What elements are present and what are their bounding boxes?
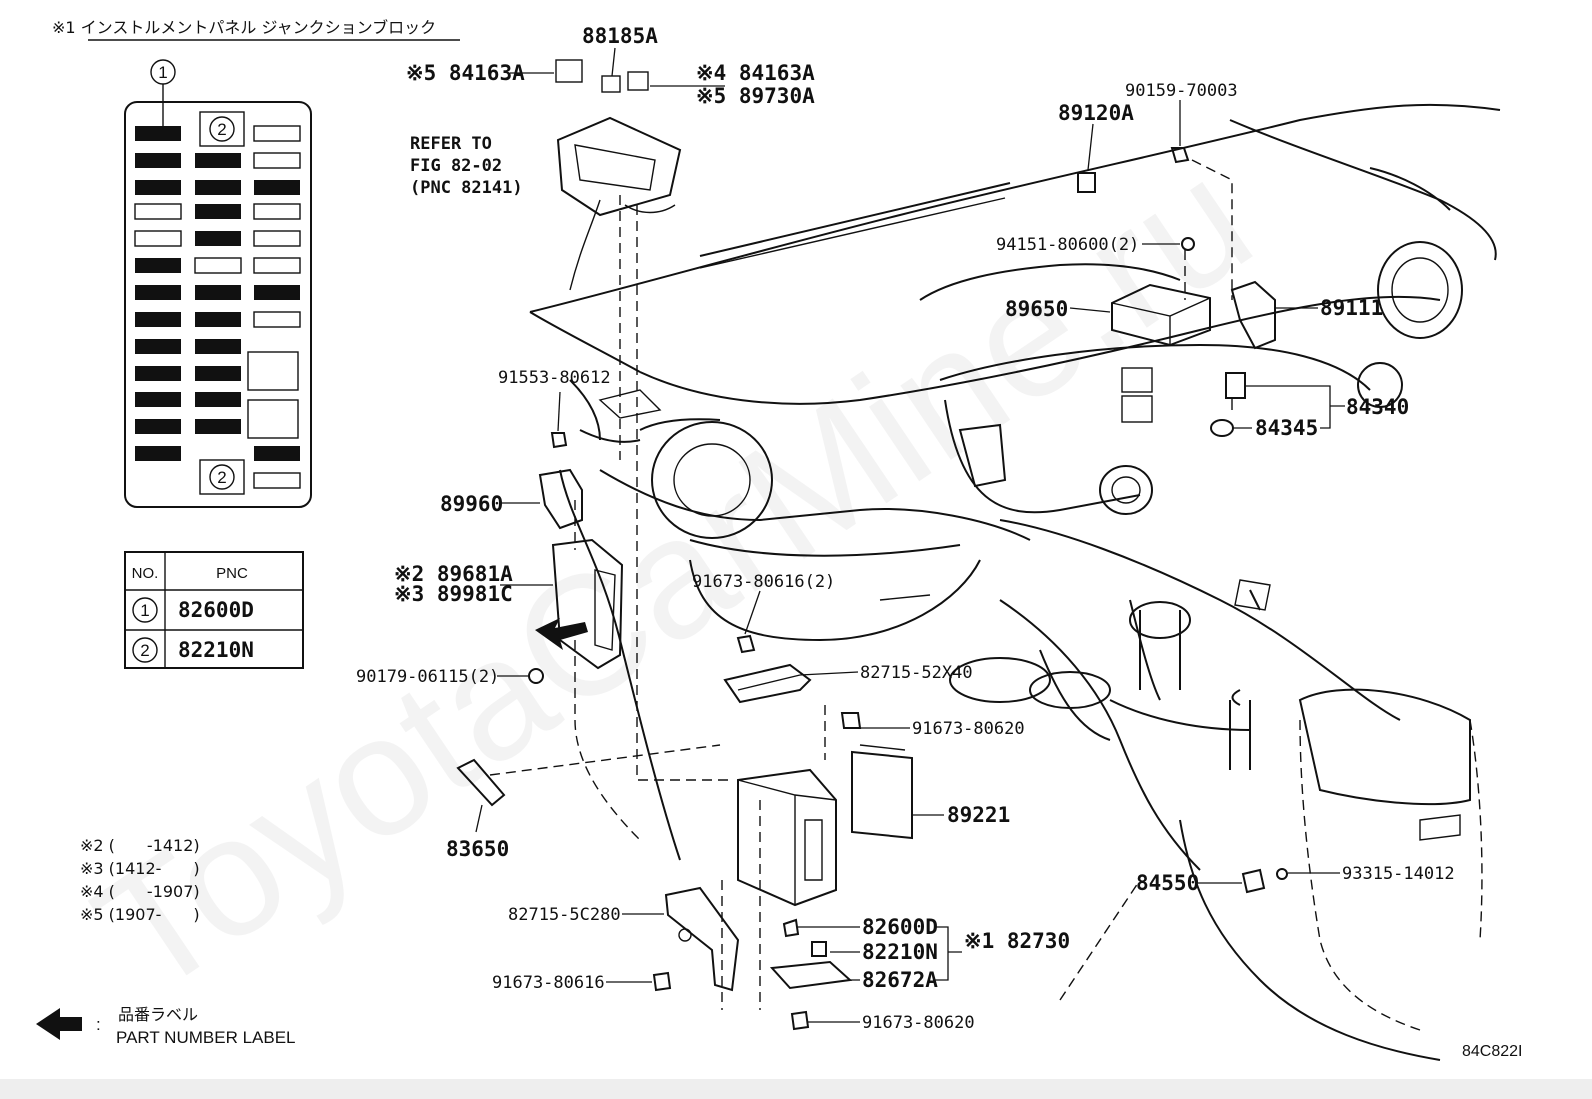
part-label: ※5 89730A <box>696 84 815 108</box>
part-label: 89111 <box>1320 296 1383 320</box>
fuse-slot <box>253 125 301 142</box>
fuse-slot <box>253 230 301 247</box>
part-label: 91673-80616(2) <box>692 572 835 592</box>
legend-colon: : <box>96 1015 101 1034</box>
pnc-table-row-no: 1 <box>140 601 149 620</box>
part-label: 91673-80616 <box>492 973 605 993</box>
note-item: ※4 ( -1907) <box>80 882 200 901</box>
fuse-slot <box>135 258 181 273</box>
legend-en: PART NUMBER LABEL <box>116 1028 296 1047</box>
fuse-slot <box>135 153 181 168</box>
fuse-panel: 1 2 2 <box>124 59 312 508</box>
fuse-badge-2-top: 2 <box>217 120 226 139</box>
fuse-slot <box>254 446 300 461</box>
legend: : 品番ラベル PART NUMBER LABEL <box>36 1005 296 1047</box>
part-label: 82715-5C280 <box>508 905 621 925</box>
fuse-slot <box>134 230 182 247</box>
fuse-slot <box>135 180 181 195</box>
part-number-label-arrow-icon <box>36 1008 82 1040</box>
part-label: ※1 82730 <box>964 929 1070 953</box>
fuse-slot <box>254 285 300 300</box>
part-label: ※3 89981C <box>394 582 513 606</box>
parts <box>456 59 1288 1031</box>
part-labels: 88185A ※5 84163A ※4 84163A ※5 89730A REF… <box>356 24 1455 1033</box>
fuse-slot <box>253 203 301 220</box>
part-label: 83650 <box>446 837 509 861</box>
part-label: 89120A <box>1058 101 1134 125</box>
part-label: 89650 <box>1005 297 1068 321</box>
fuse-slot <box>135 339 181 354</box>
refer-line-3: (PNC 82141) <box>410 178 523 198</box>
fuse-slot <box>194 257 242 274</box>
footer-strip <box>0 1079 1592 1099</box>
fuse-badge-2-bottom: 2 <box>217 468 226 487</box>
fuse-slot <box>135 312 181 327</box>
part-label: 89221 <box>947 803 1010 827</box>
refer-line-1: REFER TO <box>410 134 492 154</box>
note-item: ※3 (1412- ) <box>80 859 200 878</box>
date-notes: ※2 ( -1412) ※3 (1412- ) ※4 ( -1907) ※5 (… <box>80 836 200 924</box>
fuse-slot <box>195 231 241 246</box>
part-label: 82600D <box>862 915 938 939</box>
pnc-table-row-no: 2 <box>140 641 149 660</box>
fuse-slot <box>195 419 241 434</box>
pnc-table-header-no: NO. <box>132 565 159 582</box>
fuse-slot <box>195 339 241 354</box>
note-item: ※2 ( -1412) <box>80 836 200 855</box>
note-item: ※5 (1907- ) <box>80 905 200 924</box>
part-label: 90179-06115(2) <box>356 667 499 687</box>
legend-jp: 品番ラベル <box>118 1005 198 1024</box>
fuse-slot <box>253 311 301 328</box>
fuse-panel-badge: 1 <box>158 63 167 82</box>
part-label: 88185A <box>582 24 658 48</box>
pnc-table-row-pnc: 82210N <box>178 638 254 662</box>
fuse-slot <box>195 180 241 195</box>
part-label: 91673-80620 <box>912 719 1025 739</box>
part-label: 93315-14012 <box>1342 864 1455 884</box>
fuse-slot <box>195 204 241 219</box>
part-label: ※4 84163A <box>696 61 815 85</box>
fuse-slot <box>135 366 181 381</box>
refer-line-2: FIG 82-02 <box>410 156 502 176</box>
part-label: 84550 <box>1136 871 1199 895</box>
fuse-slot <box>135 392 181 407</box>
part-label: 84340 <box>1346 395 1409 419</box>
part-label: 82210N <box>862 940 938 964</box>
part-label: 90159-70003 <box>1125 81 1238 101</box>
pnc-table: NO. PNC 1 82600D 2 82210N <box>124 551 304 669</box>
fuse-slot <box>134 203 182 220</box>
fuse-slot <box>254 180 300 195</box>
header-title: ※1 インストルメントパネル ジャンクションブロック <box>52 18 436 37</box>
fuse-slot <box>253 472 301 489</box>
fuse-slot <box>135 419 181 434</box>
part-label: 82672A <box>862 968 938 992</box>
fuse-slot <box>195 392 241 407</box>
fuse-slot <box>253 257 301 274</box>
leader-lines <box>475 47 1345 1023</box>
part-label: 84345 <box>1255 416 1318 440</box>
fuse-slot <box>135 285 181 300</box>
fuse-slot <box>135 446 181 461</box>
part-label: ※5 84163A <box>406 61 525 85</box>
fuse-slot <box>135 126 181 141</box>
part-label: 94151-80600(2) <box>996 235 1139 255</box>
part-label: 91673-80620 <box>862 1013 975 1033</box>
figure-code: 84C822I <box>1462 1043 1523 1060</box>
fuse-slot <box>195 312 241 327</box>
part-label: 82715-52X40 <box>860 663 973 683</box>
fuse-slot <box>195 366 241 381</box>
pnc-table-row-pnc: 82600D <box>178 598 254 622</box>
part-label: 89960 <box>440 492 503 516</box>
part-label: ※2 89681A <box>394 562 513 586</box>
part-label: 91553-80612 <box>498 368 611 388</box>
fuse-slot <box>195 285 241 300</box>
fuse-slot <box>195 153 241 168</box>
pnc-table-header-pnc: PNC <box>216 565 248 582</box>
fuse-slot <box>253 152 301 169</box>
dashboard-drawing <box>489 103 1501 1061</box>
